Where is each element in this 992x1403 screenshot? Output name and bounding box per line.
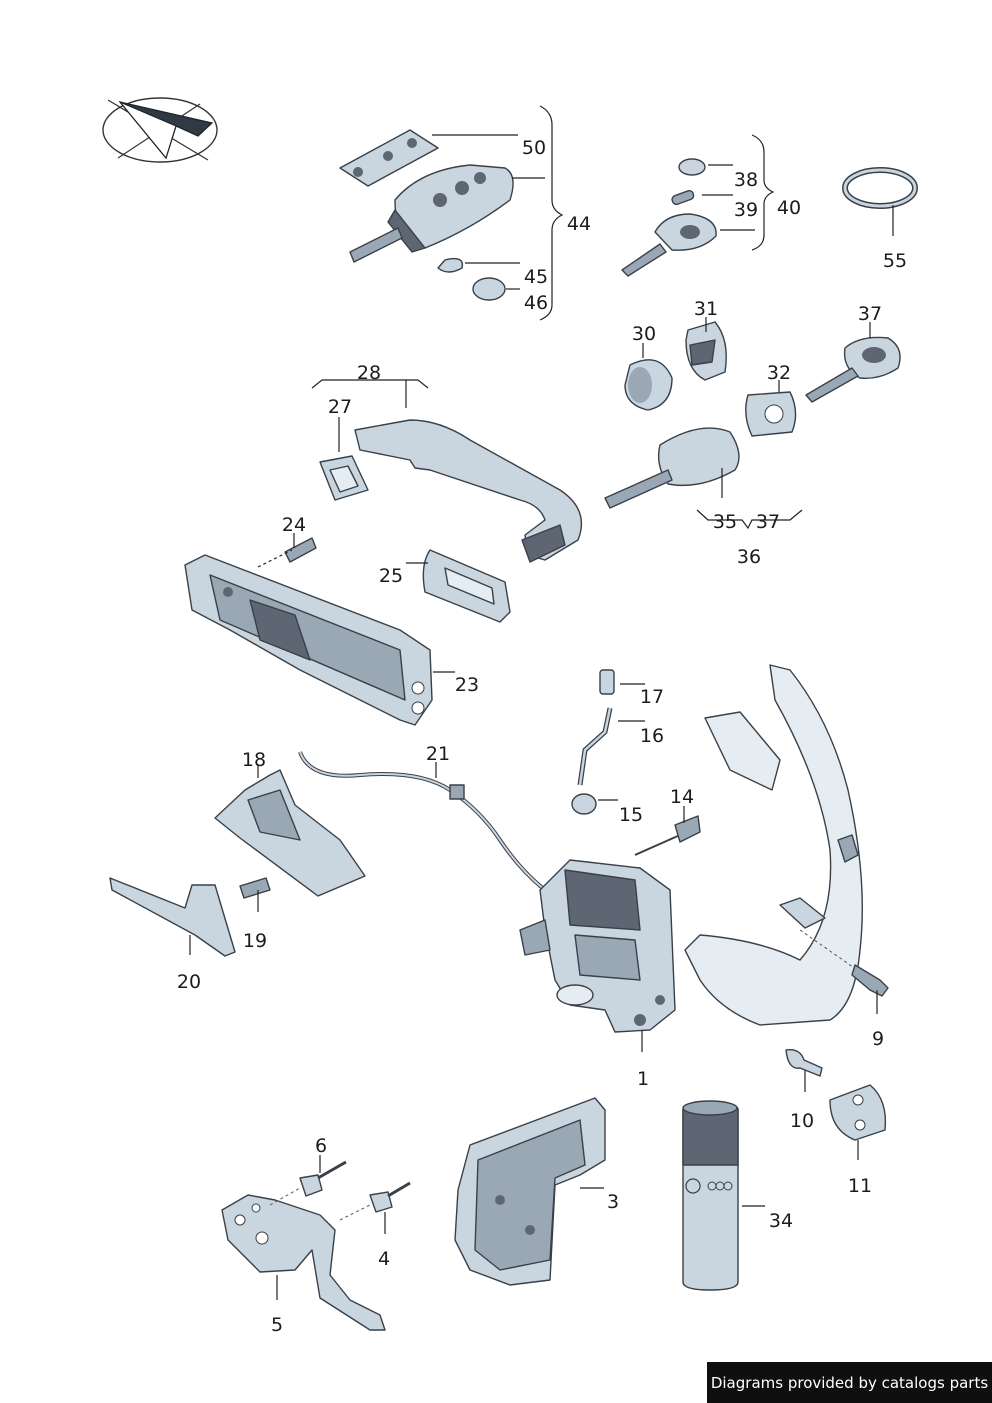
callout-37-key: 37 (858, 303, 882, 325)
callout-3: 3 (607, 1191, 619, 1213)
callout-20: 20 (177, 971, 201, 993)
striker-plate-11 (829, 1084, 887, 1141)
callout-44: 44 (567, 213, 591, 235)
callout-34: 34 (769, 1210, 793, 1232)
callout-45: 45 (524, 266, 548, 288)
callout-4: 4 (378, 1248, 390, 1270)
callout-30: 30 (632, 323, 656, 345)
callout-10: 10 (790, 1110, 814, 1132)
callout-14: 14 (670, 786, 694, 808)
callout-50: 50 (522, 137, 546, 159)
flip-key-44 (349, 164, 514, 301)
callout-15: 15 (619, 804, 643, 826)
lock-cylinder-parts (604, 321, 901, 509)
four-rings-logo-icon (685, 1178, 733, 1194)
callout-9: 9 (872, 1028, 884, 1050)
callout-37-set: 37 (756, 511, 780, 533)
rod-16 (577, 707, 613, 786)
callout-39: 39 (734, 199, 758, 221)
callout-11: 11 (848, 1175, 872, 1197)
gasket-25 (422, 549, 511, 623)
callout-25: 25 (379, 565, 403, 587)
watermark-banner: Diagrams provided by catalogs parts (707, 1362, 992, 1403)
callout-17: 17 (640, 686, 664, 708)
callout-31: 31 (694, 298, 718, 320)
rivet-6 (269, 1160, 347, 1206)
callout-55: 55 (883, 250, 907, 272)
cable-21 (298, 751, 547, 892)
bolt-17 (599, 669, 615, 695)
remote-fob-50 (339, 129, 439, 187)
trim-20 (109, 877, 236, 957)
seal-ring-55 (842, 167, 918, 209)
grommet-15 (571, 793, 597, 815)
spray-can-34 (682, 1100, 739, 1291)
bolt-9 (799, 929, 889, 997)
screw-19 (239, 877, 271, 899)
lever-5 (221, 1194, 386, 1331)
door-lock-1 (519, 859, 676, 1033)
handle-bracket-23 (184, 537, 433, 726)
callout-21: 21 (426, 743, 450, 765)
key-parts-40 (621, 158, 717, 277)
callout-27: 27 (328, 396, 352, 418)
switch-14 (634, 815, 701, 856)
orientation-arrow-icon (102, 97, 218, 163)
leader-lines (189, 105, 894, 1300)
callout-16: 16 (640, 725, 664, 747)
door-handle-28 (319, 419, 583, 563)
bracket-3 (454, 1097, 606, 1286)
callout-35: 35 (713, 511, 737, 533)
cover-18 (214, 769, 366, 897)
callout-32: 32 (767, 362, 791, 384)
door-frame (684, 664, 863, 1026)
callout-23: 23 (455, 674, 479, 696)
callout-labels: 50 44 45 46 38 39 40 55 30 31 32 37 28 2… (177, 137, 907, 1336)
rivet-4 (339, 1181, 411, 1221)
callout-19: 19 (243, 930, 267, 952)
callout-24: 24 (282, 514, 306, 536)
callout-40: 40 (777, 197, 801, 219)
callout-18: 18 (242, 749, 266, 771)
callout-36: 36 (737, 546, 761, 568)
screw-10 (785, 1049, 823, 1077)
callout-1: 1 (637, 1068, 649, 1090)
callout-5: 5 (271, 1314, 283, 1336)
callout-46: 46 (524, 292, 548, 314)
callout-28: 28 (357, 362, 381, 384)
callout-6: 6 (315, 1135, 327, 1157)
callout-38: 38 (734, 169, 758, 191)
